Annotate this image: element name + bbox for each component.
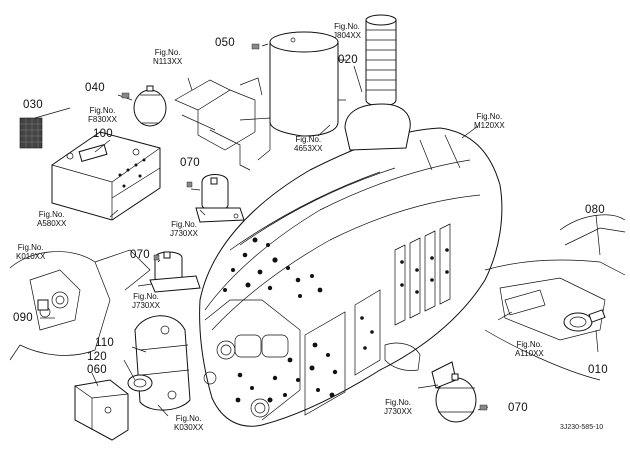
air-tank-drawing	[269, 31, 346, 137]
part-number-090: 090	[13, 312, 33, 324]
fig-ref-j730-left: Fig.No.J730XX	[132, 292, 161, 310]
hood-drawing	[199, 127, 503, 427]
cushion-040-drawing	[133, 85, 167, 127]
drawing-code: 3J230-585-10	[560, 424, 604, 431]
fig-ref-n113: Fig.No.N113XX	[153, 48, 183, 66]
part-number-080: 080	[585, 204, 605, 216]
fig-ref-4653: Fig.No.4653XX	[294, 135, 323, 153]
fig-ref-a580: Fig.No.A580XX	[37, 210, 67, 228]
fig-ref-j730-center: Fig.No.J730XX	[170, 220, 199, 238]
side-plate-drawing	[484, 214, 626, 381]
part-number-040: 040	[85, 82, 105, 94]
part-number-070-center: 070	[180, 157, 200, 169]
bracket-060-drawing	[74, 379, 129, 441]
leader-lines	[34, 43, 601, 417]
lower-bracket-drawing	[127, 315, 191, 411]
bracket-frame-drawing	[174, 77, 271, 171]
battery-drawing	[51, 131, 161, 221]
fig-ref-m120: Fig.No.M120XX	[474, 112, 505, 130]
fig-ref-k010: Fig.No.K010XX	[16, 243, 46, 261]
front-frame-drawing	[9, 249, 151, 361]
mount-rubber-070c-drawing	[431, 361, 477, 423]
part-number-120: 120	[87, 351, 107, 363]
part-number-070-left: 070	[130, 249, 150, 261]
reference-tags	[121, 43, 488, 411]
mesh-plate-drawing	[19, 117, 43, 149]
fig-ref-j804: Fig.No.J804XX	[333, 22, 362, 40]
part-number-030: 030	[23, 99, 43, 111]
part-number-020: 020	[338, 54, 358, 66]
fig-ref-a110: Fig.No.A110XX	[515, 340, 544, 358]
part-number-060: 060	[87, 364, 107, 376]
mount-rubber-070a-drawing	[195, 174, 245, 223]
part-number-050: 050	[215, 37, 235, 49]
part-number-110: 110	[95, 337, 114, 349]
part-number-070-right: 070	[508, 402, 528, 414]
fig-ref-j730-right: Fig.No.J730XX	[384, 398, 413, 416]
part-number-010: 010	[588, 364, 608, 376]
fig-ref-k030: Fig.No.K030XX	[174, 414, 204, 432]
exhaust-pipe-drawing	[344, 14, 411, 151]
mount-rubber-070b-drawing	[149, 251, 201, 293]
fig-ref-f830: Fig.No.F830XX	[88, 106, 117, 124]
part-number-100: 100	[93, 128, 113, 140]
